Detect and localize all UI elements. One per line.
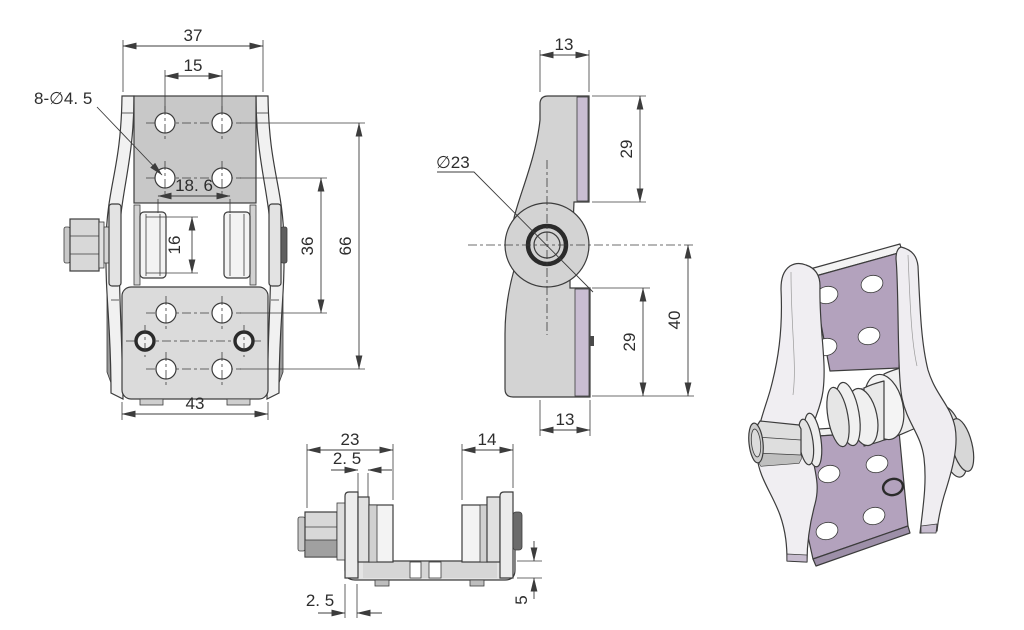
web-slot-1 xyxy=(409,561,422,579)
left-roller xyxy=(139,211,167,279)
dim-front-top-width: 37 xyxy=(184,26,203,45)
right-outer-disk xyxy=(268,203,282,287)
pin-end xyxy=(280,226,288,264)
left-foot xyxy=(139,398,164,406)
bv-right-roller-shade xyxy=(479,504,488,563)
dim-bottom-web-thickness: 5 xyxy=(512,595,531,604)
bv-right-flange-washer xyxy=(499,491,514,579)
dim-front-top-hole-spacing: 15 xyxy=(184,56,203,75)
bottom-plate-holes xyxy=(126,296,264,386)
iso-left-arm-foot xyxy=(786,553,808,563)
right-roller xyxy=(223,211,251,279)
upper-plate-edge-strip xyxy=(576,96,589,202)
dim-bottom-washer-thickness: 2. 5 xyxy=(333,449,361,468)
bv-bolt-cap xyxy=(297,516,306,552)
side-dimensions: 13 ∅23 29 40 29 13 xyxy=(436,35,694,436)
bv-left-roller-shade xyxy=(368,504,378,563)
side-view: 13 ∅23 29 40 29 13 xyxy=(436,35,695,436)
left-spacer xyxy=(133,204,141,286)
dim-front-mid-hole-spacing: 18. 6 xyxy=(175,176,213,195)
edge-tab xyxy=(589,336,594,346)
iso-hole xyxy=(862,506,886,526)
dim-side-lower-flange: 29 xyxy=(620,333,639,352)
iso-hole xyxy=(817,464,841,484)
iso-bolt xyxy=(748,412,823,468)
dim-side-top-flange: 13 xyxy=(555,35,574,54)
iso-hole xyxy=(857,326,881,346)
bolt-washer-2 xyxy=(103,226,110,264)
bv-bolt-hex-shadow xyxy=(304,539,338,558)
dim-side-boss-diameter: ∅23 xyxy=(436,153,470,172)
bv-left-flange-washer xyxy=(344,491,359,579)
dim-front-roller-diameter: 16 xyxy=(165,236,184,255)
dim-bottom-right-span: 14 xyxy=(478,430,497,449)
iso-ring-hole xyxy=(881,477,905,497)
right-foot xyxy=(226,398,251,406)
bolt-cap xyxy=(63,226,71,264)
iso-left-arm xyxy=(756,263,825,563)
dim-side-lower-height: 40 xyxy=(665,311,684,330)
iso-hole xyxy=(860,274,884,294)
bv-pin-end xyxy=(512,511,523,551)
top-plate xyxy=(133,95,257,204)
dim-side-upper-flange: 29 xyxy=(617,140,636,159)
bv-right-washer-2 xyxy=(486,496,501,563)
right-arm xyxy=(255,95,285,400)
left-outer-disk xyxy=(108,203,122,287)
bv-left-washer-2 xyxy=(357,496,370,563)
channel-foot-left xyxy=(374,579,390,587)
dim-bottom-edge-offset: 2. 5 xyxy=(306,591,334,610)
dim-front-holes-callout: 8-∅4. 5 xyxy=(34,89,92,108)
left-arm xyxy=(105,95,135,400)
dim-front-outer-hole-span: 66 xyxy=(336,237,355,256)
bottom-dimensions: 23 2. 5 14 2. 5 5 xyxy=(306,430,542,618)
dim-front-hole-row-span: 36 xyxy=(298,237,317,256)
bottom-view: 23 2. 5 14 2. 5 5 xyxy=(297,430,542,618)
channel-foot-right xyxy=(469,579,485,587)
iso-right-arm-foot xyxy=(920,523,938,534)
right-spacer xyxy=(249,204,257,286)
bolt-washer xyxy=(98,221,105,269)
bolt-hex-head xyxy=(69,218,100,272)
dim-front-bottom-width: 43 xyxy=(186,394,205,413)
iso-hole xyxy=(865,454,889,474)
lower-plate-edge-strip xyxy=(574,288,590,397)
dim-side-bottom-flange: 13 xyxy=(556,410,575,429)
iso-hole xyxy=(815,521,839,541)
front-dimensions: 37 15 8-∅4. 5 18. 6 16 36 66 xyxy=(34,26,365,420)
iso-bottom-plate-edge xyxy=(812,525,911,567)
iso-left-roller-disk-2 xyxy=(826,386,850,448)
isometric-view xyxy=(748,243,975,567)
bv-bolt-washer xyxy=(336,502,346,561)
web-slot-2 xyxy=(428,561,442,579)
front-view: 37 15 8-∅4. 5 18. 6 16 36 66 xyxy=(34,26,365,420)
dim-bottom-left-span: 23 xyxy=(341,430,360,449)
